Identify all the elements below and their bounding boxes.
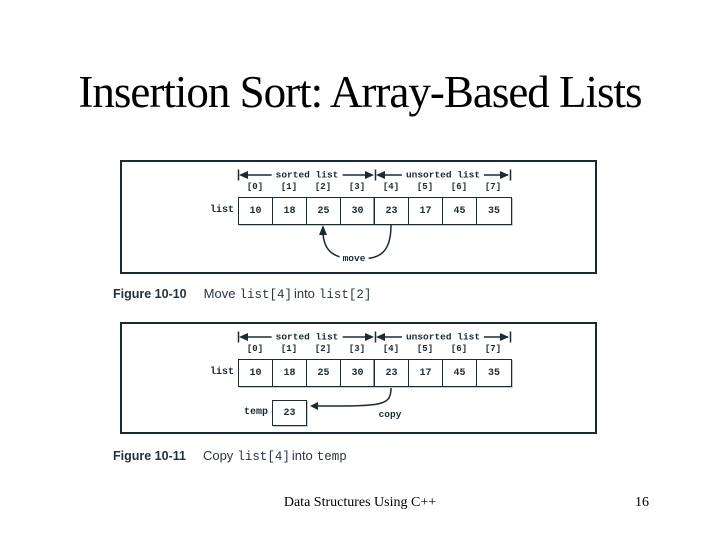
index-label: [3]	[348, 182, 366, 192]
unsorted-list-span-label: unsorted list	[401, 169, 485, 181]
caption-text: into	[293, 286, 315, 301]
figure-number-label: Figure 10-11	[113, 449, 186, 463]
array-cells: 10 18 25 30 23 17 45 35	[238, 197, 512, 225]
move-arrow-label: move	[339, 254, 369, 264]
array-cell: 17	[409, 360, 443, 386]
index-label: [0]	[246, 182, 264, 192]
index-label: [6]	[450, 182, 468, 192]
index-label: [1]	[280, 344, 298, 354]
caption-code: list[2]	[318, 288, 372, 302]
caption-text: Move	[203, 286, 236, 301]
array-name-label: list	[209, 205, 234, 216]
temp-cell: 23	[272, 400, 307, 426]
index-label: [3]	[348, 344, 366, 354]
slide-title: Insertion Sort: Array-Based Lists	[78, 67, 642, 117]
figure-10-10-diagram: sorted list unsorted list [0] [1] [2] [3…	[120, 160, 597, 274]
array-name-label: list	[209, 367, 234, 378]
array-cells: 10 18 25 30 23 17 45 35	[238, 359, 512, 387]
index-label: [1]	[280, 182, 298, 192]
caption-code: list[4]	[237, 450, 290, 464]
unsorted-list-span-label: unsorted list	[401, 331, 485, 343]
index-label: [5]	[416, 344, 434, 354]
index-label: [7]	[484, 182, 502, 192]
caption-code: temp	[316, 450, 347, 464]
copy-arrow-label: copy	[378, 409, 402, 420]
sorted-list-span-label: sorted list	[271, 331, 343, 343]
array-cell: 23	[375, 360, 409, 386]
figure-10-10-box: sorted list unsorted list [0] [1] [2] [3…	[120, 160, 597, 274]
caption-text: Copy	[202, 448, 234, 463]
array-cell: 18	[273, 360, 307, 386]
array-cell: 45	[443, 198, 477, 224]
index-label: [0]	[246, 344, 264, 354]
temp-name-label: temp	[243, 407, 268, 418]
array-cell: 35	[487, 205, 500, 217]
index-label: [4]	[382, 344, 400, 354]
array-cell: 17	[409, 198, 443, 224]
figure-10-11-box: sorted list unsorted list [0] [1] [2] [3…	[120, 322, 597, 434]
caption-text: into	[291, 448, 313, 463]
index-label: [7]	[484, 344, 502, 354]
index-label: [5]	[416, 182, 434, 192]
array-cell: 18	[273, 198, 307, 224]
array-cell: 10	[239, 198, 273, 224]
array-cell: 45	[443, 360, 477, 386]
index-label: [6]	[450, 344, 468, 354]
index-label: [2]	[314, 182, 332, 192]
array-cell: 10	[239, 360, 273, 386]
sorted-list-span-label: sorted list	[271, 169, 343, 181]
array-cell: 30	[341, 198, 375, 224]
footer-course-title: Data Structures Using C++	[283, 495, 437, 510]
array-cell: 35	[487, 367, 500, 379]
array-cell: 25	[307, 360, 341, 386]
array-cell: 23	[375, 198, 409, 224]
figure-number-label: Figure 10-10	[113, 287, 187, 301]
index-label: [4]	[382, 182, 400, 192]
caption-code: list[4]	[239, 288, 292, 302]
array-cell: 30	[341, 360, 375, 386]
array-cell: 25	[307, 198, 341, 224]
figure-10-11-diagram: sorted list unsorted list [0] [1] [2] [3…	[120, 322, 597, 436]
footer-page-number: 16	[635, 495, 649, 510]
index-label: [2]	[314, 344, 332, 354]
